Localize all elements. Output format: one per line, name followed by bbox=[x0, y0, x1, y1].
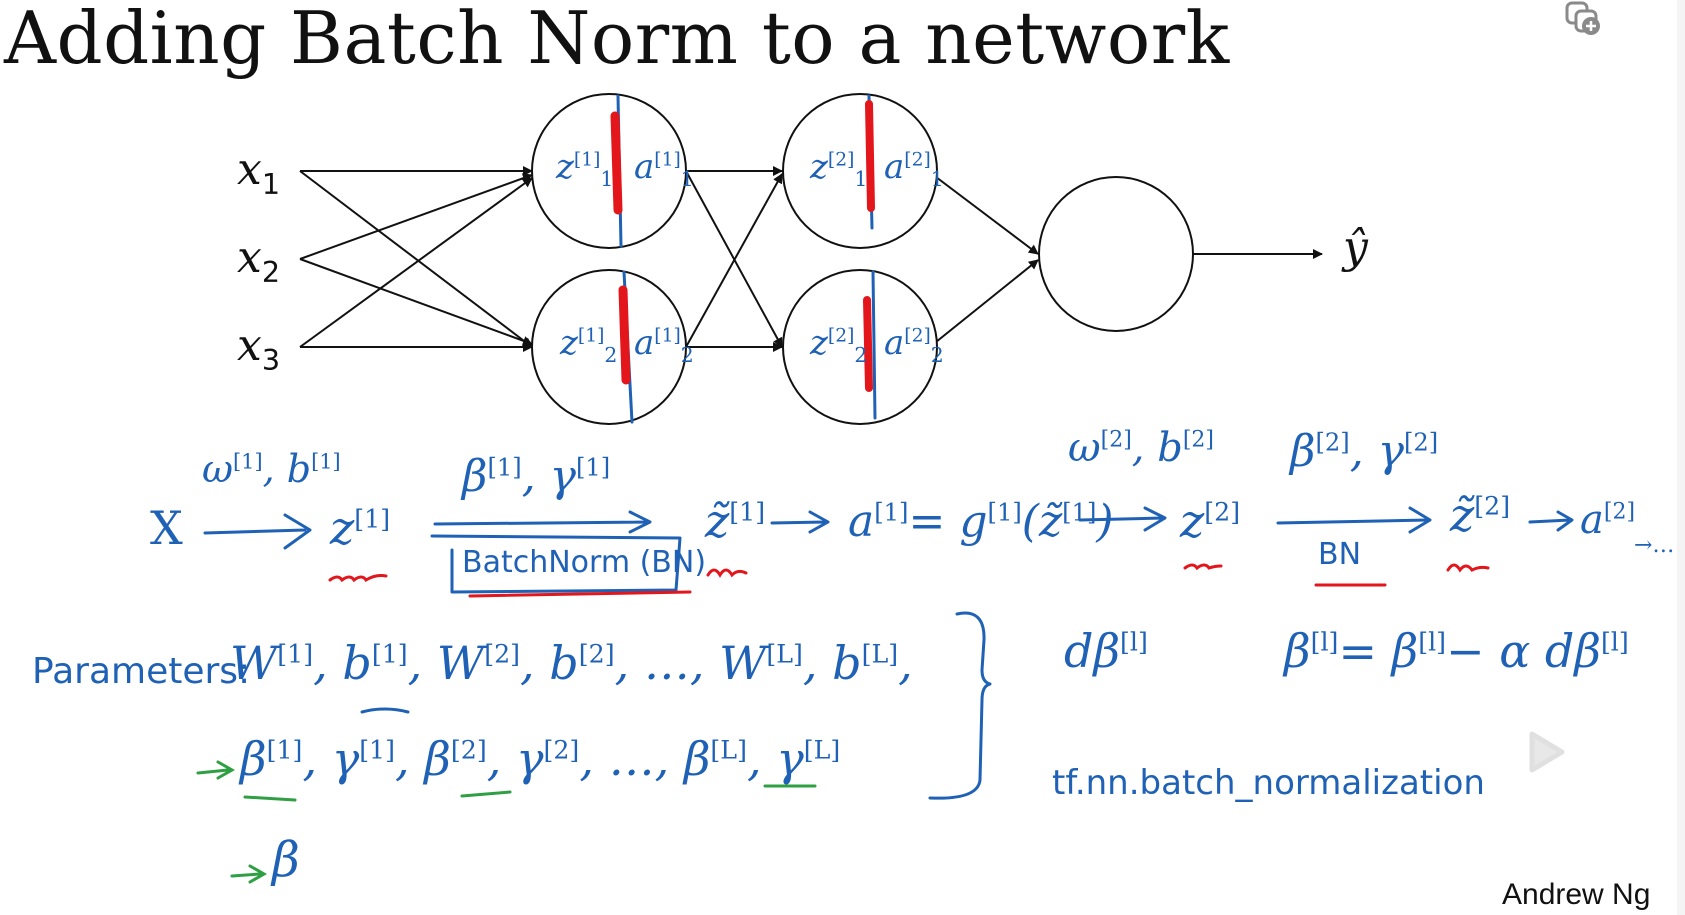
tf-batch-normalization: tf.nn.batch_normalization bbox=[1052, 763, 1485, 803]
param-b1: b[1] bbox=[342, 636, 408, 690]
edge bbox=[685, 173, 783, 348]
underline-ztilde2 bbox=[1446, 563, 1490, 573]
slide-title: Adding Batch Norm to a network bbox=[4, 0, 1230, 80]
beta-update-rule: β[l]= β[l]− α dβ[l] bbox=[1284, 624, 1629, 678]
flow-beta2-gamma2: β[2], γ[2] bbox=[1290, 426, 1439, 477]
node-l1-2-z: z[1]2 bbox=[560, 323, 618, 367]
param-beta1: β[1] bbox=[240, 732, 303, 786]
param-ellipsis: … bbox=[608, 732, 655, 786]
green-cross-beta1 bbox=[243, 795, 297, 802]
edge bbox=[299, 177, 533, 348]
flow-ztilde2: z̃[2] bbox=[1450, 488, 1511, 542]
input-x2: x2 bbox=[237, 232, 281, 289]
node-l2-1-z: z[2]1 bbox=[810, 147, 868, 191]
parameters-label: Parameters: bbox=[32, 651, 251, 692]
green-cross-beta2 bbox=[460, 790, 512, 798]
edge bbox=[299, 170, 533, 348]
param-ellipsis: … bbox=[643, 636, 690, 690]
edge bbox=[935, 259, 1039, 343]
node-l2-1 bbox=[782, 93, 938, 249]
bn-mark bbox=[865, 100, 875, 212]
node-l1-2-a: a[1]2 bbox=[634, 323, 694, 367]
node-l2-1-a: a[2]1 bbox=[884, 147, 944, 191]
node-l1-2 bbox=[531, 269, 687, 425]
batchnorm-label: BatchNorm (BN) bbox=[462, 545, 707, 580]
scrollbar-track[interactable] bbox=[1677, 0, 1685, 915]
bn-box bbox=[430, 534, 682, 594]
author-credit: Andrew Ng bbox=[1502, 878, 1651, 911]
input-x1: x1 bbox=[237, 144, 281, 201]
node-l2-2-z: z[2]2 bbox=[810, 323, 868, 367]
flow-arrow bbox=[1528, 510, 1574, 532]
flow-w2-b2: ω[2], b[2] bbox=[1068, 425, 1215, 471]
flow-arrow bbox=[770, 510, 830, 534]
flow-arrow bbox=[1276, 506, 1432, 534]
flow-w1-b1: ω[1], b[1] bbox=[202, 447, 341, 491]
split-line bbox=[871, 270, 877, 420]
param-beta-standalone: β bbox=[272, 832, 300, 888]
flow-beta1-gamma1: β[1], γ[1] bbox=[462, 451, 611, 502]
edge bbox=[935, 176, 1039, 255]
node-output bbox=[1038, 176, 1194, 332]
node-l1-1-a: a[1]1 bbox=[634, 147, 694, 191]
edge bbox=[299, 258, 533, 346]
param-w1: W[1] bbox=[230, 636, 314, 690]
underline-z1 bbox=[328, 574, 388, 583]
flow-a1-eq: a[1]= g[1](z̃[1]) bbox=[848, 496, 1114, 547]
bn-mark bbox=[618, 285, 631, 385]
flow-arrow bbox=[1078, 506, 1167, 532]
underline-b1 bbox=[360, 707, 410, 714]
parameters-row2: β[1], γ[1], β[2], γ[2], …, β[L], γ[L] bbox=[240, 732, 841, 786]
flow-z1: z[1] bbox=[330, 501, 391, 555]
underline-z2 bbox=[1183, 563, 1223, 571]
underline-bn bbox=[468, 590, 692, 598]
param-b2: b[2] bbox=[549, 636, 615, 690]
underline-ztilde1 bbox=[706, 568, 748, 578]
flow-continue: →… bbox=[1634, 533, 1675, 558]
param-gammaL: γ[L] bbox=[776, 732, 841, 786]
output-yhat: ŷ bbox=[1343, 222, 1368, 273]
param-w2: W[2] bbox=[436, 636, 521, 690]
bn-label: BN bbox=[1318, 537, 1362, 572]
flow-a2: a[2] bbox=[1580, 497, 1636, 543]
input-x3: x3 bbox=[237, 320, 281, 377]
add-to-collection-icon[interactable] bbox=[1564, 0, 1604, 36]
bn-mark bbox=[610, 111, 623, 215]
param-bL: b[L] bbox=[832, 636, 899, 690]
dbeta-term: dβ[l] bbox=[1064, 624, 1148, 678]
param-gamma1: γ[1] bbox=[331, 732, 396, 786]
green-arrow bbox=[196, 760, 236, 780]
edge bbox=[299, 173, 533, 260]
flow-ztilde1: z̃[1] bbox=[705, 494, 766, 548]
parameters-row1: W[1], b[1], W[2], b[2], …, W[L], b[L], bbox=[230, 636, 913, 690]
flow-arrow bbox=[433, 510, 652, 534]
flow-z2: z[2] bbox=[1180, 494, 1241, 548]
green-arrow bbox=[230, 864, 268, 884]
param-gamma2: γ[2] bbox=[515, 732, 580, 786]
params-brace bbox=[928, 611, 992, 800]
node-l2-2-a: a[2]2 bbox=[884, 323, 944, 367]
bn-mark bbox=[863, 296, 873, 392]
param-betaL: β[L] bbox=[683, 732, 747, 786]
play-icon[interactable] bbox=[1490, 690, 1600, 790]
node-l1-1 bbox=[531, 93, 687, 249]
flow-arrow bbox=[203, 513, 312, 550]
flow-x: X bbox=[150, 501, 183, 555]
param-beta2: β[2] bbox=[424, 732, 487, 786]
param-wL: W[L] bbox=[719, 636, 803, 690]
node-l2-2 bbox=[782, 269, 938, 425]
node-l1-1-z: z[1]1 bbox=[556, 147, 614, 191]
